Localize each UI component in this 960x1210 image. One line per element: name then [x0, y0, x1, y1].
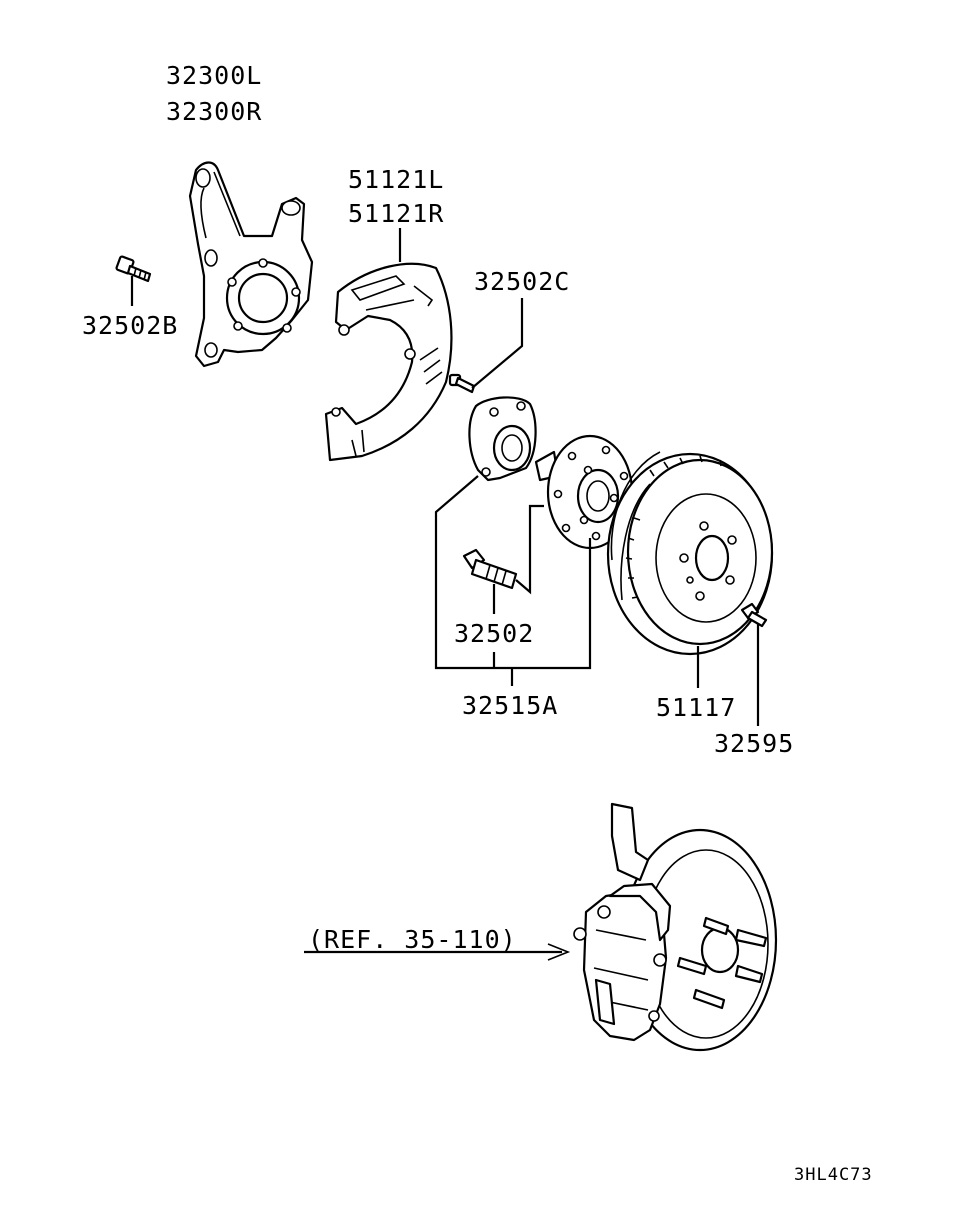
- hub-bolt[interactable]: [462, 548, 518, 590]
- label-32300l: 32300L: [166, 61, 262, 90]
- label-51121l: 51121L: [348, 165, 444, 194]
- bearing-flange[interactable]: [468, 396, 537, 482]
- label-51117: 51117: [656, 693, 736, 722]
- dust-shield[interactable]: [324, 262, 453, 462]
- label-32595: 32595: [714, 729, 794, 758]
- reference-label[interactable]: (REF. 35-110): [308, 925, 517, 954]
- diagram-code: 3HL4C73: [794, 1165, 873, 1185]
- label-32300r: 32300R: [166, 97, 262, 126]
- leader-32515a-bracket: [434, 475, 592, 670]
- disc-screw[interactable]: [740, 602, 768, 628]
- label-51121r: 51121R: [348, 199, 444, 228]
- brake-disc[interactable]: [606, 451, 774, 656]
- knuckle-bolt[interactable]: [115, 255, 152, 283]
- label-32515a: 32515A: [462, 691, 558, 720]
- steering-knuckle[interactable]: [188, 161, 314, 368]
- leader-hub-bolt-link: [515, 504, 544, 595]
- label-32502b: 32502B: [82, 311, 178, 340]
- shield-screw[interactable]: [448, 373, 476, 394]
- assembled-brake[interactable]: [573, 802, 778, 1052]
- label-32502: 32502: [454, 619, 534, 648]
- leader-32502c: [471, 298, 524, 389]
- label-32502c: 32502C: [474, 267, 570, 296]
- reference-arrowhead: [547, 943, 571, 961]
